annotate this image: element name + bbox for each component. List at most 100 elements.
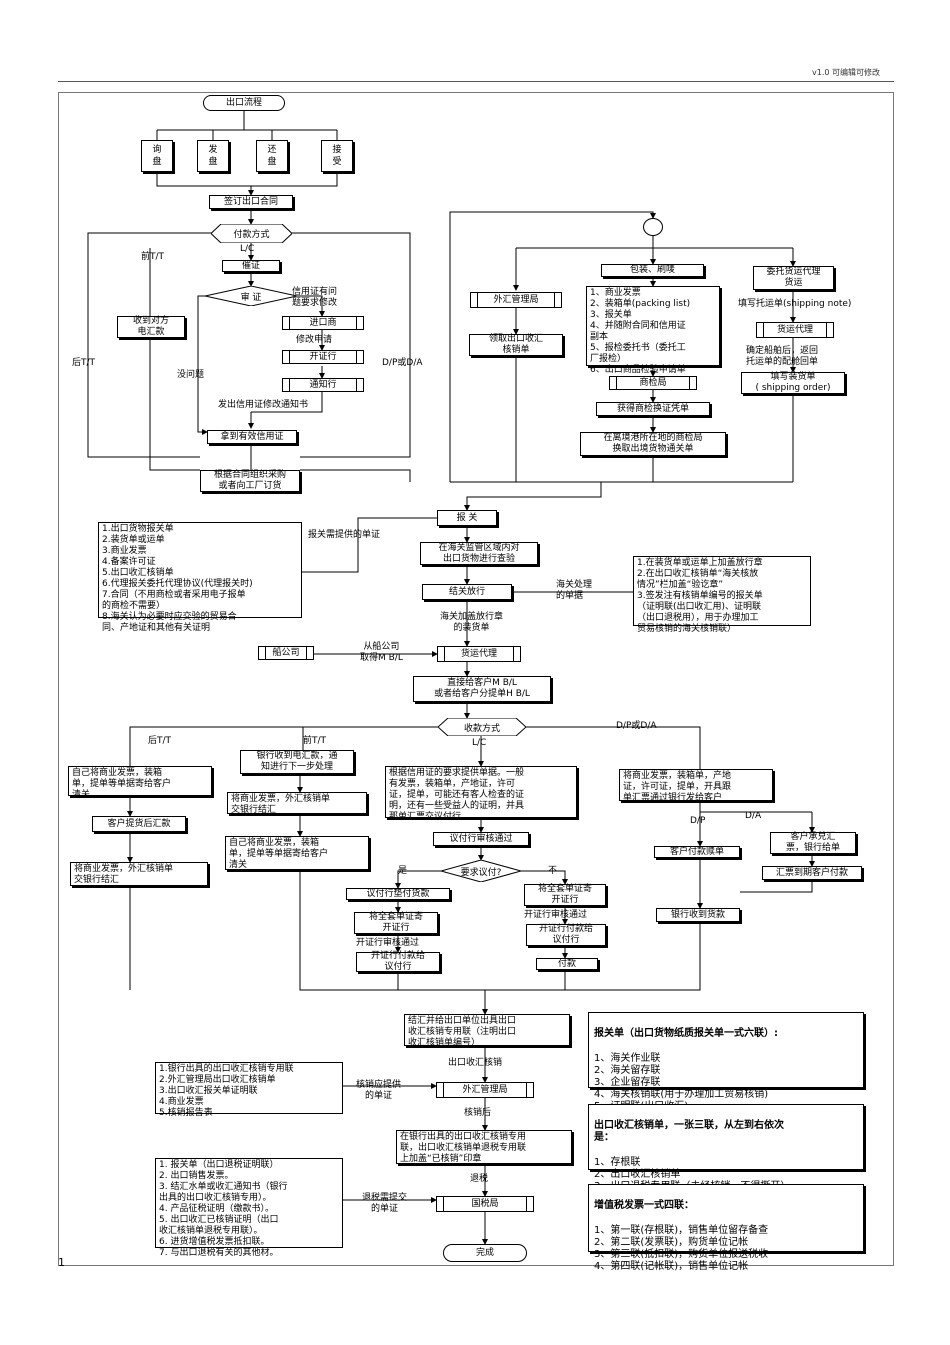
pre-tt-settle-box: 将商业发票，外汇核销单 交银行结汇 [227,792,367,815]
booking-confirm-label: 确定船舶后，返回 托运单的配舱回单 [746,346,819,367]
customer-remit-box: 客户提货后汇款 [92,816,186,832]
shipping-note-label: 填写托运单(shipping note) [738,299,852,309]
collection-docs-box: 将商业发票，装箱单，产地 证，许可证，提单，开具跟 单汇票通过银行发给客户 [619,769,773,803]
rebate-docs-label: 退税需提交 的单证 [362,1193,408,1214]
advising-bank-box: 通知行 [282,378,364,392]
dpda2-label: D/P或D/A [616,721,657,731]
rebate-docs-box: 1. 报关单（出口退税证明联） 2. 出口销售发票。 3. 结汇水单或收汇通知书… [155,1158,343,1258]
dp-da-label: D/P或D/A [382,358,423,368]
lc-problem-label: 信用证有问 题要求修改 [292,287,338,308]
receive-remittance-box: 收到对方 电汇款 [117,316,185,338]
payment-box: 付款 [536,958,598,970]
customs-release-box: 结关放行 [422,584,512,600]
customs-form-title: 报关单（出口货物纸质报关单一式六联）: [594,1028,778,1039]
issuing-pay2-box: 开证行付款给 议付行 [526,924,606,946]
forwarder-box: 货运代理 [756,322,834,338]
review-lc-label: 审 证 [240,292,262,303]
entrust-forwarder-box: 委托货运代理 货运 [753,266,834,290]
sign-contract-box: 签订出口合同 [209,195,293,209]
pre-tt-docs-box: 自己将商业发票，装箱 单，提单等单据寄给客户 清关 [225,836,369,870]
yes-label: 是 [398,866,408,876]
amend-notice-label: 发出信用证修改通知书 [218,400,309,410]
inspection-certificate-box: 获得商检换证凭单 [596,402,710,416]
vat-invoice-title: 增值税发票一式四联： [594,1200,694,1211]
payment-method-diamond: 付款方式 [211,224,292,243]
vat-invoice-items: 1、第一联(存根联)，销售单位留存备查 2、第二联(发票联)，购货单位记帐 3、… [594,1225,769,1272]
collection-method-diamond: 收款方式 [438,718,526,736]
no-problem-label: 没问题 [177,370,205,380]
start-node: 出口流程 [203,95,285,111]
customs-docs-box: 1.在装货单或运单上加盖放行章 2.在出口收汇核销单“海关核放 情况”栏加盖“验… [633,556,811,634]
dp-label: D/P [690,816,706,826]
issuing-bank-box: 开证行 [282,350,364,364]
customs-form-panel: 报关单（出口货物纸质报关单一式六联）: 1、海关作业联 2、海关留存联 3、企业… [588,1012,864,1124]
lc2-label: L/C [472,738,487,748]
inspect-goods-box: 在海关监管区域内对 出口货物进行查验 [420,542,538,565]
vat-invoice-panel: 增值税发票一式四联： 1、第一联(存根联)，销售单位留存备查 2、第二联(发票联… [588,1184,864,1272]
post-tt-docs-box: 自己将商业发票，装箱 单，提单等单据寄给客户 清关 [68,766,212,800]
tax-rebate-label: 退税 [470,1174,489,1184]
collection-method-label: 收款方式 [463,723,500,734]
forex-bureau2-box: 外汇管理局 [436,1082,534,1098]
inspection-bureau-box: 商检局 [609,376,697,390]
stamp-verified-box: 在银行出具的出口收汇核销专用 联，出口收汇核销单退税专用联 上加盖“已核销”印章 [396,1130,572,1164]
bank-receive-box: 银行收到货款 [656,908,740,922]
verification-docs-label: 核销应提供 的单证 [356,1080,402,1101]
send-issuing-bank2-box: 将全套单证寄 开证行 [524,884,606,906]
payment-method-label: 付款方式 [233,230,270,240]
shipping-order-box: 填写装货单 ( shipping order) [741,372,845,394]
header-rule [58,81,894,82]
urge-lc-box: 催证 [222,260,280,272]
customer-redeem-box: 客户付款赎单 [654,846,740,858]
verification-docs-box: 1.银行出具的出口收汇核销专用联 2.外汇管理局出口收汇核销单 3.出口收汇报关… [155,1062,343,1118]
lc-label: L/C [240,244,255,254]
send-issuing-bank-box: 将全套单证寄 开证行 [354,912,438,934]
bank-notify-box: 银行收到电汇款，通 知进行下一步处理 [240,750,354,774]
bill-of-lading-box: 直接给客户M B/L 或者给客户分提单H B/L [413,676,551,702]
issuing-pay-box: 开证行付款给 议付行 [356,951,440,972]
declare-docs-box: 1.出口货物报关单 2.装货单或运单 3.商业发票 4.备案许可证 5.出口收汇… [98,522,302,633]
counter-offer-box: 还 盘 [256,140,288,172]
forex-bureau-box: 外汇管理局 [470,292,562,308]
get-mbl-label: 从船公司 取得M B/L [360,642,403,663]
negotiate-diamond: 要求议付? [441,860,521,882]
port-inspection-box: 在离境港所在地的商检局 换取出境货物通关单 [580,432,726,456]
inquiry-box: 询 盘 [141,140,173,172]
arrange-goods-box: 根据合同组织采购 或者向工厂订货 [200,470,300,492]
lc-docs-box: 根据信用证的要求提供单据。一般 有发票，装箱单，产地证，许可 证，提单，可能还有… [385,766,577,822]
verification-form-panel: 出口收汇核销单，一张三联，从左到右依次 是： 1、存根联 2、出口收汇核销单 3… [588,1104,864,1192]
page-number: 1 [58,1256,65,1269]
after-verify-label: 核销后 [464,1108,492,1118]
post-tt-settle-box: 将商业发票，外汇核销单 交银行结汇 [70,862,208,886]
end-node: 完成 [443,1244,527,1262]
declare-docs-label: 报关需提供的单证 [308,530,381,540]
settlement-box: 结汇并给出口单位出具出口 收汇核销专用联（注明出口 收汇核销单编号） [404,1014,570,1048]
issuing-pass-label: 开证行审核通过 [356,938,420,948]
customer-accept-box: 客户承兑汇 票，银行给单 [770,832,856,854]
version-label: v1.0 可编辑可修改 [812,68,880,77]
negotiating-advance-box: 议付行垫付货款 [346,888,450,900]
get-verification-form-box: 领取出口收汇 核销单 [469,334,563,356]
verification-form-title: 出口收汇核销单，一张三联，从左到右依次 是： [594,1120,784,1143]
acceptance-box: 接 受 [321,140,353,172]
importer-box: 进口商 [282,316,364,330]
no-label: 不 [548,866,558,876]
tax-bureau-box: 国税局 [436,1196,534,1212]
due-payment-box: 汇票到期客户付款 [762,866,862,880]
forwarder2-box: 货运代理 [437,646,521,662]
post-tt-label: 后T/T [72,358,96,368]
pre-tt-label: 前T/T [141,252,165,262]
junction-circle [643,218,663,236]
da-label: D/A [745,811,762,821]
customs-docs-label: 海关处理 的单据 [556,580,593,601]
offer-box: 发 盘 [197,140,229,172]
packing-marking-box: 包装、刷唛 [601,264,704,277]
stamped-docs-label: 海关加盖放行章 的装货单 [440,612,504,633]
shipping-company-box: 船公司 [258,646,314,660]
inspection-docs-box: 1、商业发票 2、装箱单(packing list) 3、报关单 4、并随附合同… [586,286,720,375]
flowchart-frame [58,92,894,1266]
negotiate-label: 要求议付? [460,867,502,878]
valid-lc-box: 拿到有效信用证 [207,430,297,444]
declare-box: 报 关 [437,510,497,526]
